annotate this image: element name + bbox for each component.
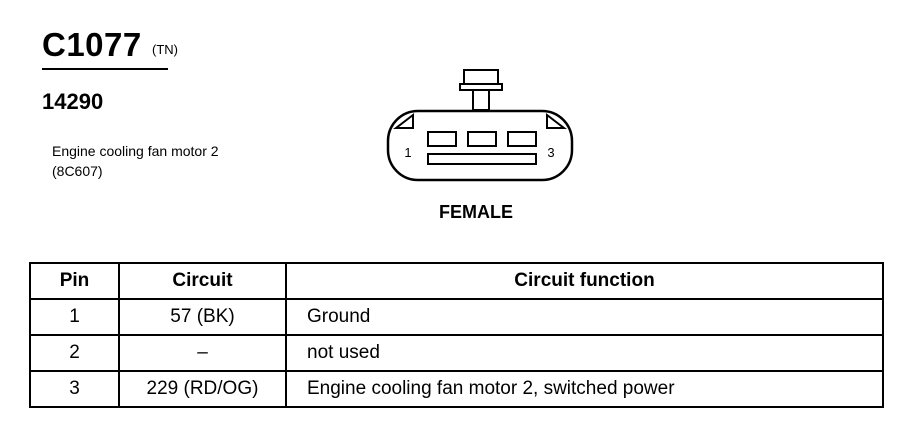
connector-face-diagram: 1 3 [386,69,574,182]
terminal-cavity-1 [427,131,457,147]
pin-label-left: 1 [404,145,411,160]
table-row: 3 229 (RD/OG) Engine cooling fan motor 2… [29,370,884,408]
cell-circuit: 229 (RD/OG) [118,370,287,408]
harness-code: (TN) [152,42,178,57]
lower-slot [427,153,537,165]
cell-function: Ground [285,298,884,336]
terminal-cavity-3 [507,131,537,147]
part-number: 14290 [42,89,104,114]
table-row: 1 57 (BK) Ground [29,298,884,336]
table-row: 2 – not used [29,334,884,372]
gender-label: FEMALE [439,202,513,222]
header-pin: Pin [29,262,120,300]
corner-key-right [546,112,567,129]
connector-id: C1077 [42,26,142,63]
cell-circuit: – [118,334,287,372]
cell-pin: 1 [29,298,120,336]
locking-tab-base [459,83,503,91]
cell-function: not used [285,334,884,372]
component-name: Engine cooling fan motor 2 [52,143,219,159]
cell-circuit: 57 (BK) [118,298,287,336]
cell-pin: 2 [29,334,120,372]
pin-table: Pin Circuit Circuit function 1 57 (BK) G… [29,262,884,408]
pin-label-right: 3 [547,145,554,160]
connector-id-underline [42,68,168,70]
table-header-row: Pin Circuit Circuit function [29,262,884,300]
corner-key-left [393,112,414,129]
terminal-cavity-2 [467,131,497,147]
locking-tab-top [463,69,499,85]
header-circuit: Circuit [118,262,287,300]
cell-function: Engine cooling fan motor 2, switched pow… [285,370,884,408]
cell-pin: 3 [29,370,120,408]
header-circuit-function: Circuit function [285,262,884,300]
component-code: (8C607) [52,163,103,179]
